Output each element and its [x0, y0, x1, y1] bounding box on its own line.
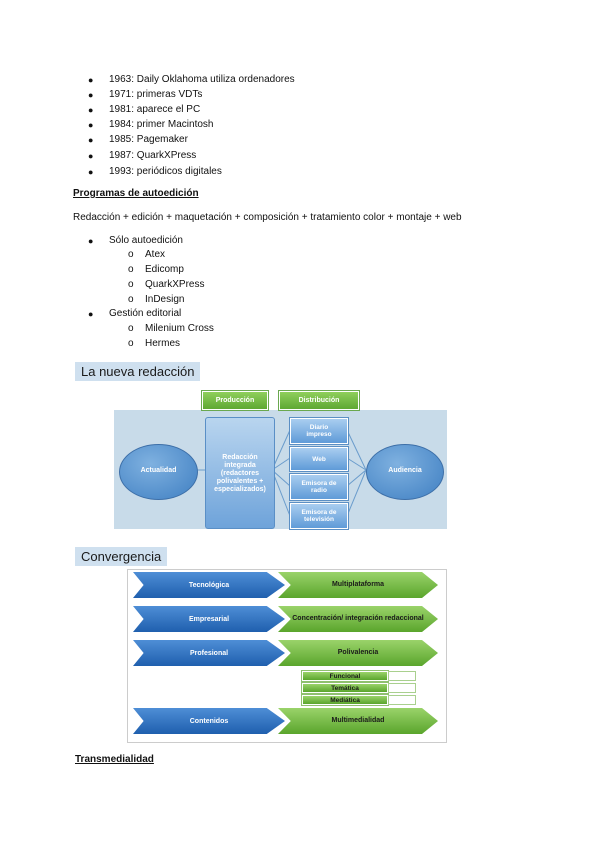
actualidad-label: Actualidad: [140, 467, 177, 474]
audiencia-label: Audiencia: [388, 467, 422, 474]
sub-tematica-bar: [388, 683, 416, 693]
channel-web-box: Web: [289, 446, 349, 472]
list-item: Atex: [145, 249, 166, 260]
production-box: Producción: [201, 390, 269, 411]
transmedialidad-heading: Transmedialidad: [75, 754, 154, 765]
timeline-item: 1971: primeras VDTs: [109, 89, 203, 100]
list-item: InDesign: [145, 294, 185, 305]
sub-mediatica-bar: [388, 695, 416, 705]
circle-bullet-icon: o: [128, 294, 134, 305]
integrated-newsroom-label: Redacción integrada (redactores polivale…: [214, 454, 266, 493]
list-item: QuarkXPress: [145, 279, 205, 290]
circle-bullet-icon: o: [128, 264, 134, 275]
row-profesional-arrow: Profesional: [133, 640, 285, 666]
timeline-item: 1985: Pagemaker: [109, 134, 188, 145]
sub-mediatica: Mediática: [301, 694, 389, 706]
row-contenidos-arrow: Contenidos: [133, 708, 285, 734]
bullet-icon: ●: [88, 120, 94, 130]
audiencia-ellipse: Audiencia: [366, 444, 444, 500]
timeline-item: 1984: primer Macintosh: [109, 119, 214, 130]
row-tecnologica-arrow: Tecnológica: [133, 572, 285, 598]
timeline-item: 1963: Daily Oklahoma utiliza ordenadores: [109, 74, 295, 85]
integrated-newsroom-box: Redacción integrada (redactores polivale…: [205, 417, 275, 529]
bullet-icon: ●: [88, 151, 94, 161]
list-group-label: Sólo autoedición: [109, 235, 183, 246]
figure1-title: La nueva redacción: [75, 362, 201, 381]
sub-tematica: Temática: [301, 682, 389, 694]
row-polivalencia-arrow: Polivalencia: [278, 640, 438, 666]
sub-funcional-bar: [388, 671, 416, 681]
bullet-icon: ●: [88, 309, 94, 319]
timeline-item: 1987: QuarkXPress: [109, 150, 197, 161]
distribution-box: Distribución: [278, 390, 360, 411]
list-item: Milenium Cross: [145, 323, 214, 334]
list-group-label: Gestión editorial: [109, 308, 182, 319]
bullet-icon: ●: [88, 75, 94, 85]
workflow-formula: Redacción + edición + maquetación + comp…: [73, 212, 462, 223]
sub-funcional: Funcional: [301, 670, 389, 682]
bullet-icon: ●: [88, 167, 94, 177]
timeline-item: 1993: periódicos digitales: [109, 166, 222, 177]
actualidad-ellipse: Actualidad: [119, 444, 198, 500]
circle-bullet-icon: o: [128, 338, 134, 349]
row-empresarial-arrow: Empresarial: [133, 606, 285, 632]
bullet-icon: ●: [88, 135, 94, 145]
row-multiplataforma-arrow: Multiplataforma: [278, 572, 438, 598]
row-multimedialidad-arrow: Multimedialidad: [278, 708, 438, 734]
circle-bullet-icon: o: [128, 323, 134, 334]
timeline-item: 1981: aparece el PC: [109, 104, 201, 115]
figure2-title: Convergencia: [75, 547, 168, 566]
circle-bullet-icon: o: [128, 249, 134, 260]
row-concentracion-arrow: Concentración/ integración redaccional: [278, 606, 438, 632]
list-item: Hermes: [145, 338, 181, 349]
circle-bullet-icon: o: [128, 279, 134, 290]
programs-heading: Programas de autoedición: [73, 188, 199, 199]
bullet-icon: ●: [88, 236, 94, 246]
bullet-icon: ●: [88, 105, 94, 115]
bullet-icon: ●: [88, 90, 94, 100]
list-item: Edicomp: [145, 264, 184, 275]
